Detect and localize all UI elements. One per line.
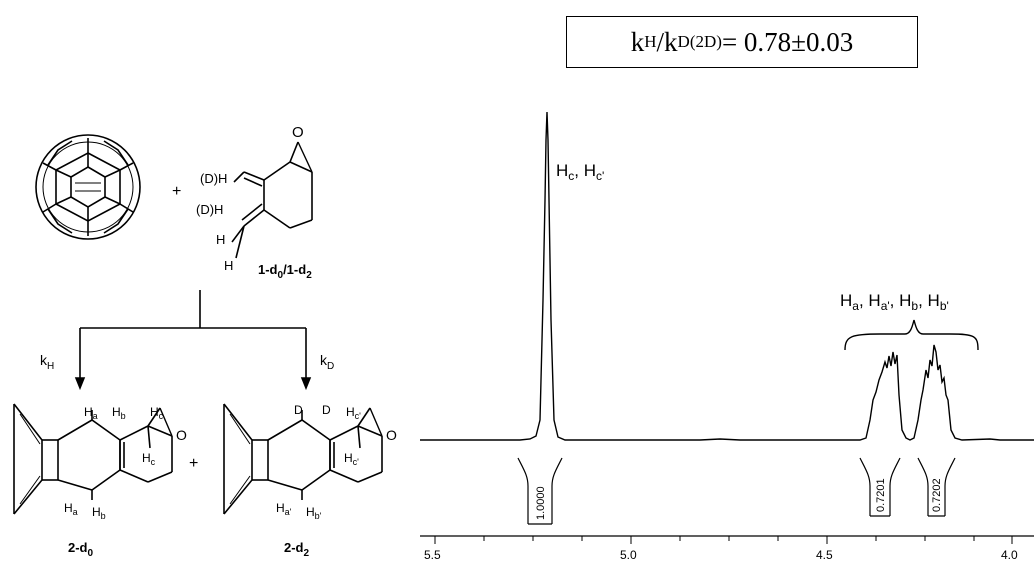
hc-top-d0: Hc xyxy=(150,405,164,421)
dh-label-2: (D)H xyxy=(196,202,223,217)
integral-2 xyxy=(859,457,901,517)
d-top-right-d2: D xyxy=(322,403,331,417)
h-label-2: H xyxy=(224,258,233,273)
rate-constant-kd: kD xyxy=(320,352,334,372)
oxygen-label-d0: O xyxy=(176,427,187,443)
hb-bottom-d2: Hb' xyxy=(306,505,322,521)
integral-3 xyxy=(917,457,956,517)
integral-value-2: 0.7201 xyxy=(875,478,887,512)
oxygen-label-d2: O xyxy=(386,427,397,443)
kie-kh-sub: H xyxy=(644,32,657,51)
product-d2-structure xyxy=(223,403,383,515)
fullerene-structure xyxy=(35,134,141,240)
plus-sign-bottom: + xyxy=(189,455,198,472)
integral-value-1: 1.0000 xyxy=(535,486,547,520)
kie-kh: k xyxy=(630,26,645,57)
axis-tick-label-5.0: 5.0 xyxy=(620,548,637,562)
dh-label-1: (D)H xyxy=(200,171,227,186)
kie-kd: k xyxy=(664,26,678,57)
ha-top-d0: Ha xyxy=(84,405,98,421)
hc-bottom-d0: Hc xyxy=(142,451,156,467)
hb-top-d0: Hb xyxy=(112,405,126,421)
reactant-label: 1-d0/1-d2 xyxy=(258,262,312,281)
kie-value: = 0.78±0.03 xyxy=(721,26,854,57)
axis-tick-label-5.5: 5.5 xyxy=(424,548,441,562)
spectrum-trace xyxy=(420,111,1034,441)
reactant-diene-structure xyxy=(231,141,313,259)
product-d0-label: 2-d0 xyxy=(68,540,94,559)
h-label-1: H xyxy=(216,232,225,247)
integral-value-3: 0.7202 xyxy=(931,478,943,512)
nmr-spectrum xyxy=(420,111,1034,544)
rate-constant-kh: kH xyxy=(40,352,54,372)
hc-bottom-d2: Hc' xyxy=(344,451,359,467)
ha-bottom-d0: Ha xyxy=(64,501,78,517)
peak-label-hc: Hc, Hc' xyxy=(556,161,604,183)
product-d0-structure xyxy=(13,403,173,515)
hc-top-d2: Hc' xyxy=(346,405,361,421)
integral-1 xyxy=(517,457,563,525)
reaction-arrows xyxy=(74,290,312,391)
kie-kd-sub: D(2D) xyxy=(677,32,722,51)
axis-tick-label-4.0: 4.0 xyxy=(1001,548,1018,562)
hb-bottom-d0: Hb xyxy=(92,505,106,521)
group-brace xyxy=(844,319,979,351)
product-d2-label: 2-d2 xyxy=(284,540,310,559)
plus-sign-top: + xyxy=(172,183,181,200)
d-top-left-d2: D xyxy=(294,403,303,417)
axis-tick-label-4.5: 4.5 xyxy=(816,548,833,562)
kie-slash: / xyxy=(656,26,665,57)
oxygen-label-reactant: O xyxy=(292,124,304,141)
peak-label-group: Ha, Ha', Hb, Hb' xyxy=(840,291,949,313)
ha-bottom-d2: Ha' xyxy=(276,501,292,517)
ppm-axis-ticks xyxy=(434,536,1013,544)
